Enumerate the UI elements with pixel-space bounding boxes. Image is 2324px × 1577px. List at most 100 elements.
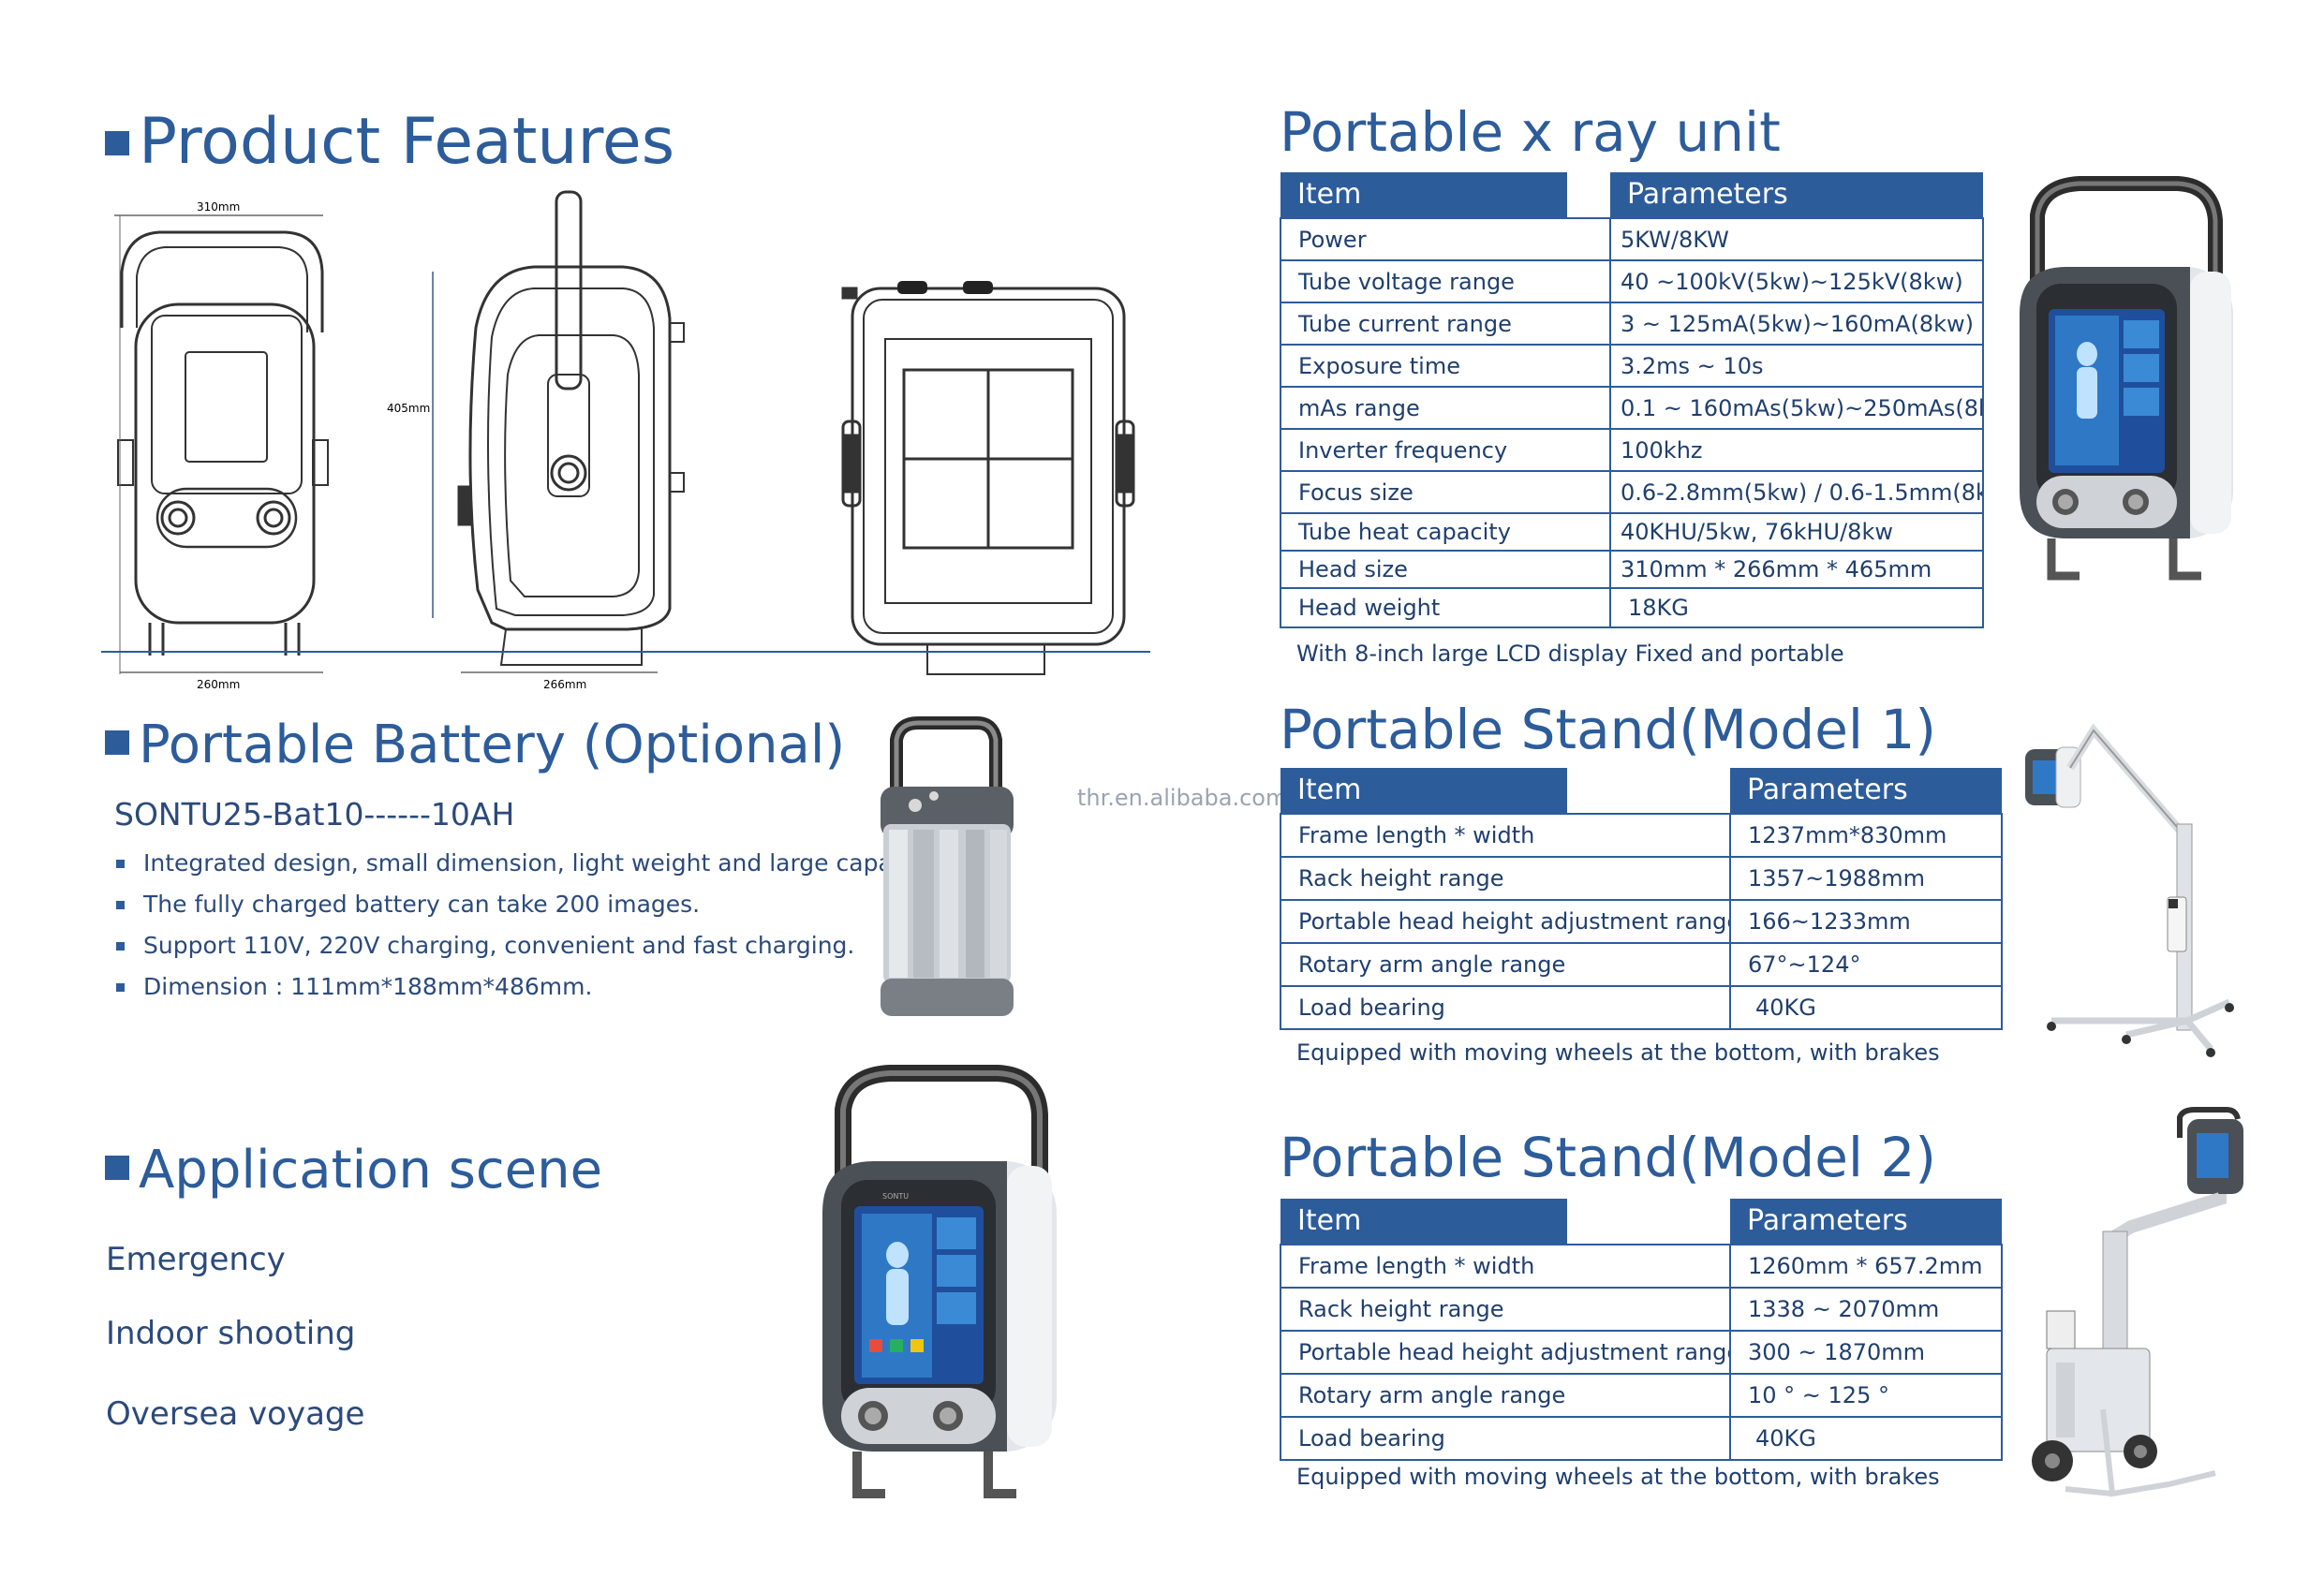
dimension-bottom-label-2: 266mm — [543, 678, 586, 691]
battery-model: SONTU25-Bat10------10AH — [114, 796, 515, 833]
table-cell: 1338 ~ 2070mm — [1729, 1287, 2003, 1332]
front-view-drawing — [114, 214, 329, 674]
table-cell: Exposure time — [1280, 344, 1611, 388]
knob-icon — [963, 281, 993, 294]
stand-model1-title: Portable Stand(Model 1) — [1280, 698, 1936, 761]
product-features-title: Product Features — [139, 105, 675, 179]
battery-feature-item: Dimension : 111mm*188mm*486mm. — [112, 966, 939, 1008]
battery-heading: Portable Battery (Optional) — [105, 719, 845, 772]
dimension-top-label: 310mm — [197, 200, 240, 214]
xray-unit-title: Portable x ray unit — [1280, 100, 1781, 164]
dimension-bottom-label-1: 260mm — [197, 678, 240, 691]
table-header-row: Item Parameters — [1280, 172, 1983, 218]
stand-model2-title: Portable Stand(Model 2) — [1280, 1126, 1936, 1189]
heading-square-icon — [105, 1156, 129, 1180]
knob-icon — [897, 281, 927, 294]
heading-square-icon — [105, 730, 129, 755]
product-features-heading: Product Features — [105, 111, 674, 174]
stand-model1-note: Equipped with moving wheels at the botto… — [1296, 1039, 1940, 1066]
table-cell: Power — [1280, 217, 1611, 261]
table-cell: Head size — [1280, 550, 1611, 589]
table-header-row: Item Parameters — [1280, 768, 2002, 814]
table-cell: 40KG — [1729, 1416, 2003, 1461]
header-parameters: Parameters — [1730, 1199, 2002, 1244]
table-cell: Focus size — [1280, 470, 1611, 514]
table-cell: Load bearing — [1280, 1416, 1731, 1461]
heading-square-icon — [105, 131, 129, 155]
table-cell: Tube voltage range — [1280, 259, 1611, 303]
table-header-row: Item Parameters — [1280, 1199, 2002, 1245]
header-item: Item — [1280, 172, 1567, 217]
table-cell: Tube current range — [1280, 302, 1611, 346]
battery-feature-item: Support 110V, 220V charging, convenient … — [112, 925, 939, 966]
top-view-drawing — [841, 287, 1135, 675]
header-parameters: Parameters — [1610, 172, 1983, 217]
xray-unit-note: With 8-inch large LCD display Fixed and … — [1296, 641, 1844, 667]
table-cell: Portable head height adjustment range — [1280, 899, 1731, 944]
table-cell: Rotary arm angle range — [1280, 1373, 1731, 1418]
table-cell: 3.2ms ~ 10s — [1609, 344, 1984, 388]
table-cell: Head weight — [1280, 587, 1611, 628]
table-cell: 67°~124° — [1729, 942, 2003, 987]
table-cell: 10 ° ~ 125 ° — [1729, 1373, 2003, 1418]
table-cell: Frame length * width — [1280, 813, 1731, 858]
table-cell: Tube heat capacity — [1280, 512, 1611, 552]
section-divider — [101, 651, 1150, 653]
table-cell: 100khz — [1609, 428, 1984, 472]
table-cell: 300 ~ 1870mm — [1729, 1330, 2003, 1375]
table-cell: Inverter frequency — [1280, 428, 1611, 472]
battery-title: Portable Battery (Optional) — [139, 715, 846, 775]
table-cell: 5KW/8KW — [1609, 217, 1984, 261]
table-cell: Portable head height adjustment range — [1280, 1330, 1731, 1375]
application-item-indoor: Indoor shooting — [106, 1315, 356, 1352]
table-cell: 40KHU/5kw, 76kHU/8kw — [1609, 512, 1984, 552]
table-cell: Rack height range — [1280, 856, 1731, 901]
technical-drawings: 310mm 260mm 405mm 266mm — [114, 190, 1135, 691]
table-cell: Load bearing — [1280, 985, 1731, 1030]
side-view-drawing — [432, 190, 685, 673]
stand-model2-image — [2032, 1107, 2243, 1497]
table-cell: 1260mm * 657.2mm — [1729, 1244, 2003, 1289]
header-parameters: Parameters — [1730, 768, 2002, 813]
application-item-oversea: Oversea voyage — [106, 1395, 365, 1433]
xray-unit-image-small — [2020, 176, 2233, 581]
battery-feature-item: Integrated design, small dimension, ligh… — [112, 843, 939, 884]
battery-feature-list: Integrated design, small dimension, ligh… — [112, 843, 939, 1008]
dimension-height-label: 405mm — [387, 402, 430, 415]
table-cell: 40 ~100kV(5kw)~125kV(8kw) — [1609, 259, 1984, 303]
table-cell: 166~1233mm — [1729, 899, 2003, 944]
table-cell: 310mm * 266mm * 465mm — [1609, 550, 1984, 589]
table-cell: mAs range — [1280, 386, 1611, 430]
header-item: Item — [1280, 1199, 1567, 1244]
table-cell: 0.6-2.8mm(5kw) / 0.6-1.5mm(8kw) — [1609, 470, 1984, 514]
table-cell: 1237mm*830mm — [1729, 813, 2003, 858]
battery-image — [881, 716, 1014, 1016]
battery-feature-item: The fully charged battery can take 200 i… — [112, 884, 939, 925]
table-cell: 3 ~ 125mA(5kw)~160mA(8kw) — [1609, 302, 1984, 346]
table-cell: Rotary arm angle range — [1280, 942, 1731, 987]
table-cell: Rack height range — [1280, 1287, 1731, 1332]
stand-model1-image — [2025, 723, 2234, 1057]
header-item: Item — [1280, 768, 1567, 813]
